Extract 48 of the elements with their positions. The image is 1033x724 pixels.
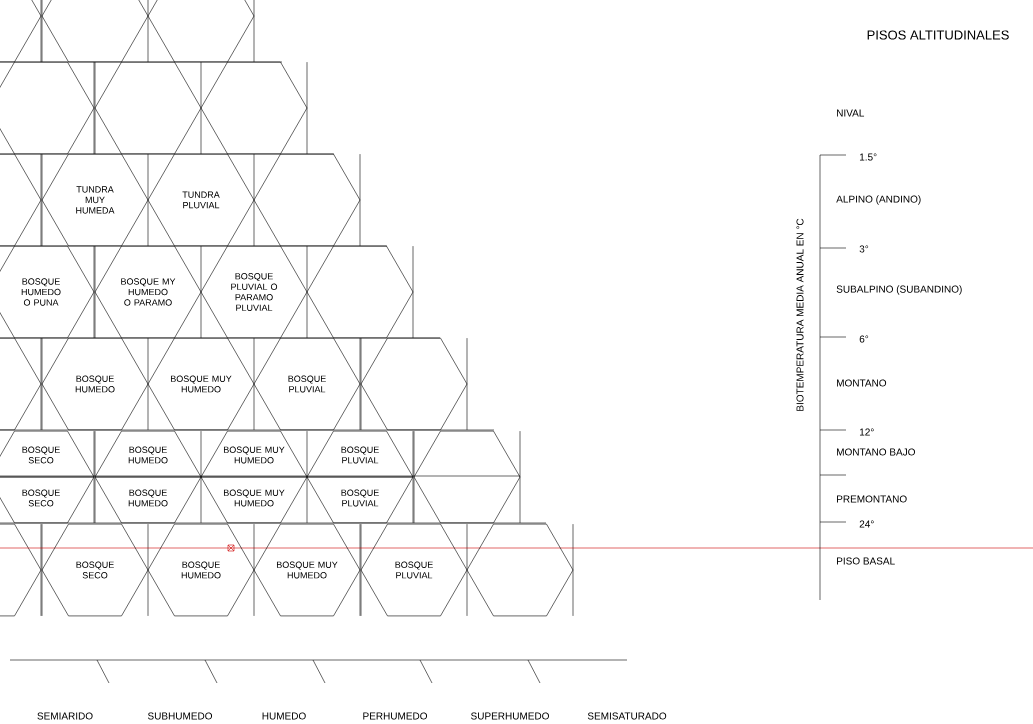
zone-label: PISO BASAL: [837, 557, 895, 565]
life-zone-cell: BOSQUE MUY HUMEDO: [253, 523, 361, 617]
life-zone-cell: BOSQUE SECO: [0, 430, 95, 478]
life-zone-cell: BOSQUE MUY HUMEDO: [200, 430, 308, 478]
zone-label: NIVAL: [837, 109, 865, 117]
life-zone-cell: BOSQUE HUMEDO: [147, 523, 255, 617]
zone-label: SUPERHUMEDO: [471, 712, 549, 720]
hexagon-cell: [306, 245, 414, 339]
tick-label: 1.5°: [860, 153, 877, 161]
life-zone-cell: BOSQUE MUY HUMEDO: [200, 476, 308, 524]
life-zone-cell: TUNDRA MUY HUMEDA: [41, 153, 149, 247]
life-zone-cell: BOSQUE MY HUMEDO O PARAMO: [94, 245, 202, 339]
hexagon-cell: [253, 153, 361, 247]
hexagon-cell: [0, 61, 95, 155]
life-zone-cell: BOSQUE PLUVIAL O PARAMO PLUVIAL: [200, 245, 308, 339]
zone-label: PREMONTANO: [837, 495, 907, 503]
zone-label: SEMIARIDO: [37, 712, 93, 720]
life-zone-cell: BOSQUE PLUVIAL: [306, 430, 414, 478]
life-zone-cell: BOSQUE HUMEDO: [94, 430, 202, 478]
tick-label: 6°: [859, 335, 869, 343]
zone-label: SEMISATURADO: [587, 712, 667, 720]
zone-label: HUMEDO: [262, 712, 306, 720]
life-zone-cell: BOSQUE HUMEDO O PUNA: [0, 245, 95, 339]
life-zone-cell: BOSQUE HUMEDO: [94, 476, 202, 524]
tick-label: 24°: [859, 520, 874, 528]
zone-label: SUBALPINO (SUBANDINO): [836, 285, 962, 295]
hexagon-cell: [466, 523, 574, 617]
zone-label: SUBHUMEDO: [147, 712, 213, 720]
life-zone-cell: BOSQUE PLUVIAL: [253, 337, 361, 431]
title: PISOS ALTITUDINALES: [867, 30, 1009, 40]
hexagon-cell: [94, 61, 202, 155]
axis-title: BIOTEMPERATURA MEDIA ANUAL EN °C: [796, 218, 804, 411]
life-zone-cell: BOSQUE HUMEDO: [41, 337, 149, 431]
life-zone-cell: BOSQUE MUY HUMEDO: [147, 337, 255, 431]
life-zone-cell: TUNDRA PLUVIAL: [147, 153, 255, 247]
zone-label: MONTANO BAJO: [837, 448, 915, 456]
life-zone-cell: BOSQUE SECO: [0, 476, 95, 524]
tick-label: 3°: [859, 245, 869, 253]
life-zone-cell: BOSQUE SECO: [41, 523, 149, 617]
hexagon-cell: [360, 337, 468, 431]
tick-label: 12°: [860, 428, 874, 436]
zone-label: PERHUMEDO: [363, 712, 428, 720]
life-zone-cell: BOSQUE PLUVIAL: [306, 476, 414, 524]
zone-label: MONTANO: [837, 379, 887, 387]
life-zone-cell: BOSQUE PLUVIAL: [360, 523, 468, 617]
hexagon-cell: [413, 430, 521, 524]
hexagon-cell: [200, 61, 308, 155]
zone-label: ALPINO (ANDINO): [836, 195, 921, 205]
